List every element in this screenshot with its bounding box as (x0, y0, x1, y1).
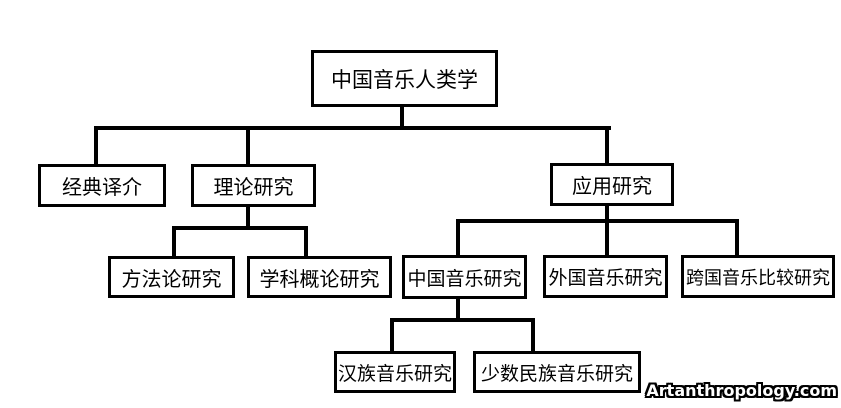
node-discipline-overview-research: 学科概论研究 (247, 256, 392, 298)
connector-line (735, 219, 739, 257)
connector-line (246, 205, 250, 230)
node-minority-music-research: 少数民族音乐研究 (473, 351, 641, 393)
connector-line (172, 226, 308, 230)
connector-line (390, 318, 535, 322)
connector-line (456, 297, 460, 321)
connector-line (246, 126, 250, 166)
connector-line (605, 219, 609, 257)
node-chinese-music-research: 中国音乐研究 (402, 255, 527, 299)
connector-line (172, 226, 176, 258)
node-methodology-research: 方法论研究 (108, 256, 235, 298)
connector-line (94, 126, 98, 166)
watermark: Artanthropology.com (646, 381, 837, 400)
connector-line (400, 107, 404, 130)
node-foreign-music-research: 外国音乐研究 (543, 255, 668, 298)
connector-line (605, 204, 609, 222)
connector-line (456, 219, 739, 223)
connector-line (531, 318, 535, 353)
node-transnational-music-comparison: 跨国音乐比较研究 (681, 255, 835, 298)
connector-line (605, 126, 609, 165)
connector-line (304, 226, 308, 258)
node-han-music-research: 汉族音乐研究 (334, 351, 456, 393)
connector-line (94, 126, 611, 130)
node-chinese-music-anthropology: 中国音乐人类学 (311, 50, 498, 107)
node-classic-translation: 经典译介 (38, 164, 166, 207)
connector-line (456, 219, 460, 257)
node-theoretical-research: 理论研究 (191, 164, 316, 207)
connector-line (390, 318, 394, 353)
node-applied-research: 应用研究 (550, 163, 674, 206)
